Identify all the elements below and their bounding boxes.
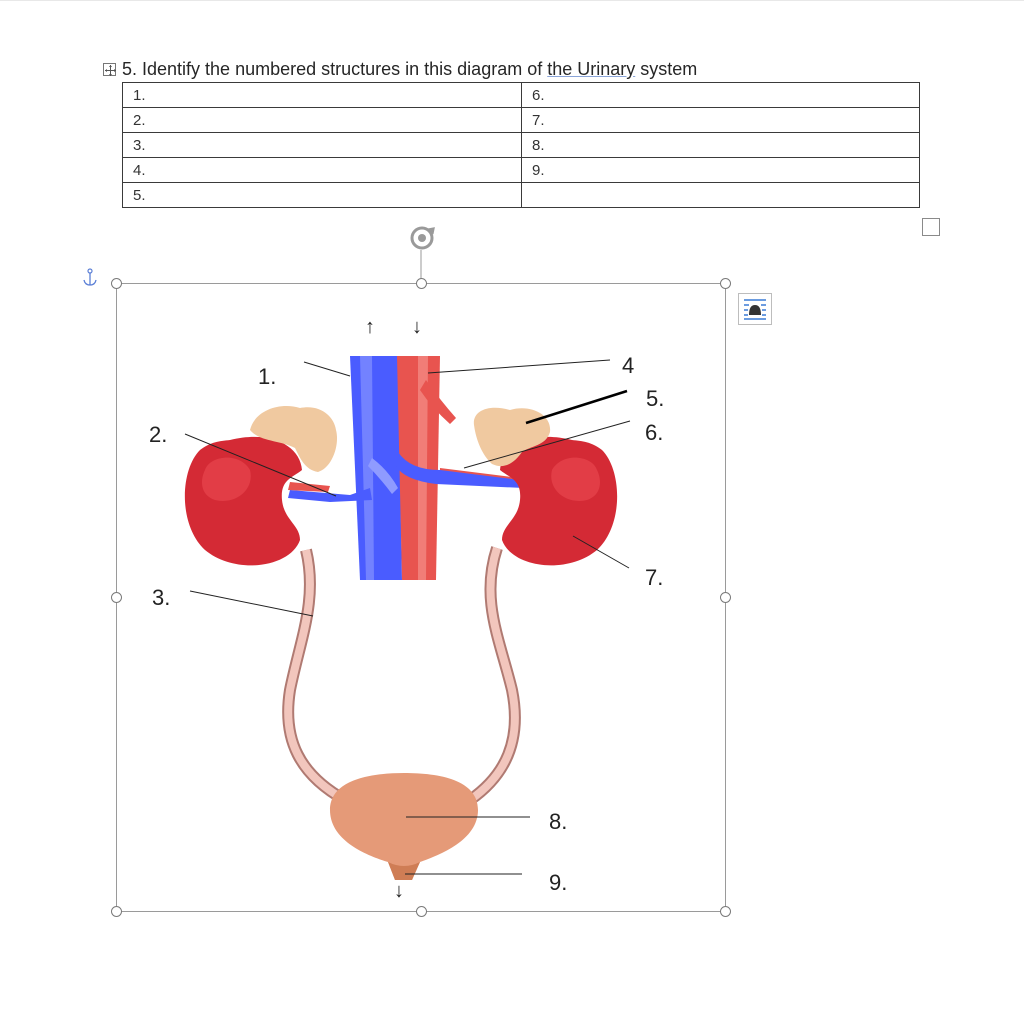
label-7: 7. bbox=[645, 565, 664, 590]
layout-options-icon[interactable] bbox=[738, 293, 772, 325]
table-row: 5. bbox=[122, 182, 920, 208]
resize-handle[interactable] bbox=[416, 906, 427, 917]
question-heading: 5. Identify the numbered structures in t… bbox=[122, 58, 697, 80]
label-1: 1. bbox=[258, 364, 277, 389]
question-underlined: the Urinary bbox=[547, 59, 636, 79]
resize-handle[interactable] bbox=[111, 278, 122, 289]
blood-down-arrow: ↓ bbox=[412, 316, 422, 338]
label-8: 8. bbox=[549, 809, 568, 834]
label-6: 6. bbox=[645, 420, 664, 445]
question-suffix: system bbox=[635, 59, 698, 79]
answer-cell[interactable]: 6. bbox=[521, 82, 920, 108]
answer-cell[interactable]: 5. bbox=[122, 182, 522, 208]
blood-up-arrow: ↑ bbox=[365, 316, 375, 338]
table-resize-icon[interactable] bbox=[922, 218, 940, 236]
resize-handle[interactable] bbox=[720, 592, 731, 603]
table-row: 2. 7. bbox=[122, 107, 920, 133]
question-prefix: 5. Identify the numbered structures in t… bbox=[122, 59, 548, 79]
resize-handle[interactable] bbox=[111, 906, 122, 917]
label-3: 3. bbox=[152, 585, 171, 610]
answer-cell[interactable]: 3. bbox=[122, 132, 522, 158]
answer-cell[interactable]: 9. bbox=[521, 157, 920, 183]
resize-handle[interactable] bbox=[111, 592, 122, 603]
urine-out-arrow: ↓ bbox=[394, 880, 404, 902]
bladder bbox=[330, 773, 478, 880]
label-9: 9. bbox=[549, 870, 568, 895]
resize-handle[interactable] bbox=[720, 278, 731, 289]
label-2: 2. bbox=[149, 422, 168, 447]
rotate-handle-icon[interactable] bbox=[406, 222, 438, 259]
resize-handle[interactable] bbox=[720, 906, 731, 917]
left-kidney bbox=[184, 436, 302, 566]
window-top-border bbox=[0, 0, 1024, 1]
left-adrenal bbox=[250, 406, 338, 472]
anchor-icon bbox=[82, 268, 98, 293]
answer-cell[interactable] bbox=[521, 182, 920, 208]
table-row: 4. 9. bbox=[122, 157, 920, 183]
label-4: 4 bbox=[622, 353, 635, 378]
table-move-icon[interactable] bbox=[103, 63, 116, 76]
answer-cell[interactable]: 7. bbox=[521, 107, 920, 133]
answer-table: 1. 6. 2. 7. 3. 8. 4. 9. 5. bbox=[122, 82, 920, 208]
label-5: 5. bbox=[646, 386, 665, 411]
resize-handle[interactable] bbox=[416, 278, 427, 289]
